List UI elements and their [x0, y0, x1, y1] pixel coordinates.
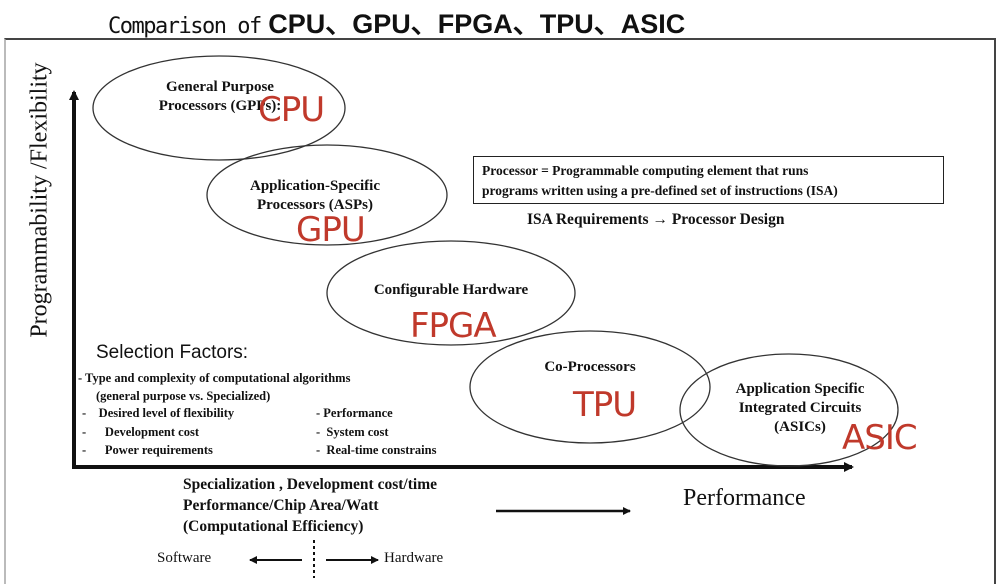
factor-performance: - Performance — [316, 406, 393, 420]
performance-label: Performance — [683, 485, 806, 511]
x-axis-line-2: Performance/Chip Area/Watt — [183, 497, 379, 514]
factor-algorithms: - Type and complexity of computational a… — [78, 371, 351, 385]
page-title: Comparison of CPU、GPU、FPGA、TPU、ASIC — [108, 2, 685, 41]
asp-label: Application-Specific Processors (ASPs) — [250, 178, 380, 213]
ellipse-fpga — [326, 240, 576, 346]
asic-chip-label: ASIC — [842, 418, 918, 458]
title-prefix: Comparison of — [108, 14, 262, 39]
fpga-chip-label: FPGA — [410, 306, 497, 346]
ellipse-asp — [206, 144, 448, 246]
coprocessors-label: Co-Processors — [544, 359, 636, 375]
cpu-chip-label: CPU — [258, 90, 325, 130]
factor-realtime: - Real-time constrains — [316, 443, 437, 457]
factor-power: - Power requirements — [82, 443, 213, 457]
factor-development-cost: - Development cost — [82, 425, 199, 439]
diagram-panel — [4, 38, 996, 584]
y-axis-label: Programmability /Flexibility — [26, 62, 53, 338]
processor-definition-box: Processor = Programmable computing eleme… — [473, 156, 944, 204]
isa-requirements-text: ISA Requirements → Processor Design — [527, 211, 785, 228]
selection-factors-title: Selection Factors: — [96, 342, 249, 363]
configurable-hardware-label: Configurable Hardware — [373, 282, 529, 298]
ellipse-asic — [679, 353, 899, 467]
gpu-chip-label: GPU — [296, 210, 366, 250]
factor-flexibility: - Desired level of flexibility — [82, 406, 235, 420]
definition-line-2: programs written using a pre-defined set… — [482, 183, 838, 198]
gpp-label: General Purpose Processors (GPPs): — [158, 79, 282, 114]
tpu-chip-label: TPU — [573, 385, 637, 425]
x-axis-line-3: (Computational Efficiency) — [183, 518, 364, 535]
definition-line-1: Processor = Programmable computing eleme… — [482, 163, 809, 178]
title-chips: CPU、GPU、FPGA、TPU、ASIC — [268, 9, 686, 39]
hardware-label: Hardware — [384, 550, 444, 566]
software-label: Software — [157, 550, 212, 566]
factor-algorithms-detail: (general purpose vs. Specialized) — [96, 389, 271, 403]
asic-description-label: Application Specific Integrated Circuits… — [735, 381, 865, 435]
ellipse-gpp — [92, 55, 346, 161]
ellipse-coprocessor — [469, 330, 711, 444]
x-axis-line-1: Specialization , Development cost/time — [183, 476, 437, 493]
x-axis-label: Specialization , Development cost/time P… — [183, 474, 437, 537]
factor-system-cost: - System cost — [316, 425, 389, 439]
